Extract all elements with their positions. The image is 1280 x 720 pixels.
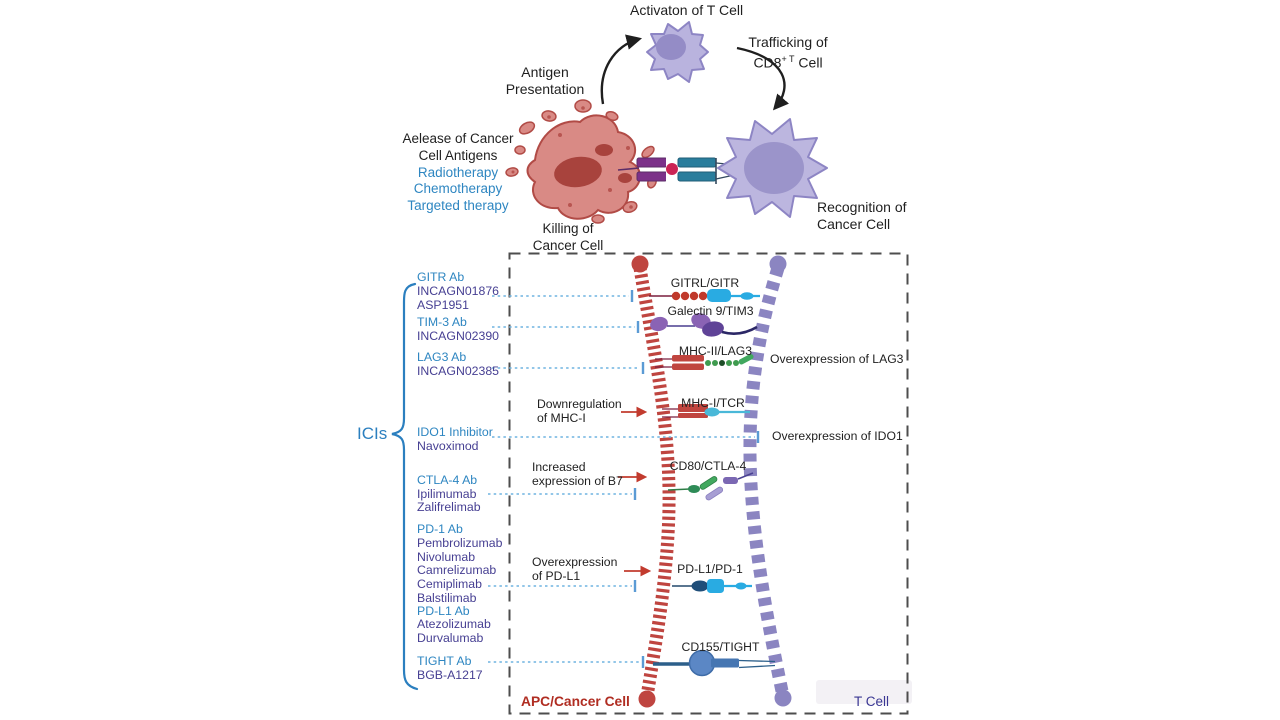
antigen-presentation-label: Antigen Presentation — [505, 64, 585, 97]
therapy-chemotherapy: Chemotherapy — [413, 181, 503, 197]
drug-durvalumab: Durvalumab — [417, 631, 484, 645]
upregulation-arrows — [618, 406, 652, 577]
cd80-ctla4-complex — [667, 472, 754, 501]
recognition-cell — [717, 118, 828, 218]
galectin9-tim3-complex — [650, 313, 758, 337]
annotation-overexpression-pdl1: Overexpression of PD-L1 — [532, 555, 618, 583]
activation-label: Activaton of T Cell — [630, 2, 744, 18]
icis-label: ICIs — [357, 424, 388, 443]
target-pdl1-ab: PD-L1 Ab — [417, 604, 470, 618]
pair-mhc1-tcr: MHC-I/TCR — [681, 396, 745, 410]
cancer-cell-cluster — [505, 99, 658, 224]
target-tight-ab: TIGHT Ab — [417, 654, 472, 668]
annotation-increased-b7: Increased expression of B7 — [532, 460, 623, 488]
antigen-presentation-arrow — [600, 34, 643, 105]
drug-atezolizumab: Atezolizumab — [417, 617, 491, 631]
inhibitor-dotted-lines — [488, 295, 755, 663]
recognition-label: Recognition of Cancer Cell — [817, 199, 907, 232]
apc-membrane — [631, 255, 676, 708]
killing-label: Killing of Cancer Cell — [532, 221, 604, 253]
target-tim3-ab: TIM-3 Ab — [417, 315, 467, 329]
drug-bgb-a1217: BGB-A1217 — [417, 668, 483, 682]
drug-incagn02385: INCAGN02385 — [417, 364, 500, 378]
drug-camrelizumab: Camrelizumab — [417, 563, 497, 577]
drug-incagn02390: INCAGN02390 — [417, 329, 500, 343]
cd155-tight-complex — [653, 649, 776, 677]
t-cell-membrane — [743, 255, 792, 707]
synapse-dashed-box — [508, 252, 909, 715]
pair-galectin9-tim3: Galectin 9/TIM3 — [667, 304, 754, 318]
pair-mhc2-lag3: MHC-II/LAG3 — [678, 344, 753, 358]
activated-t-cell — [646, 21, 709, 83]
annotation-overexpression-ido1: Overexpression of IDO1 — [772, 429, 903, 443]
target-ctla4-ab: CTLA-4 Ab — [417, 473, 478, 487]
pair-cd155-tight: CD155/TIGHT — [681, 640, 760, 654]
drug-balstilimab: Balstilimab — [417, 591, 477, 605]
therapy-radiotherapy: Radiotherapy — [417, 164, 499, 180]
drug-pembrolizumab: Pembrolizumab — [417, 536, 503, 550]
drug-zalifrelimab: Zalifrelimab — [417, 500, 481, 514]
gitrl-gitr-complex — [649, 289, 760, 302]
target-lag3-ab: LAG3 Ab — [417, 350, 467, 364]
annotation-overexpression-lag3: Overexpression of LAG3 — [770, 352, 904, 366]
inhibitor-block-bars — [630, 290, 760, 668]
therapy-targeted: Targeted therapy — [407, 198, 509, 214]
drug-asp1951: ASP1951 — [417, 298, 469, 312]
pair-pdl1-pd1: PD-L1/PD-1 — [677, 562, 743, 576]
annotation-downregulation-mhc1: Downregulation of MHC-I — [537, 397, 622, 425]
apc-cancer-cell-label: APC/Cancer Cell — [521, 694, 630, 709]
target-ido1-inhibitor: IDO1 Inhibitor — [417, 425, 493, 439]
trafficking-arrow — [736, 46, 790, 111]
drug-cemiplimab: Cemiplimab — [417, 577, 482, 591]
mhc2-lag3-complex — [655, 353, 754, 370]
watermark-box — [816, 680, 912, 704]
pair-gitrl-gitr: GITRL/GITR — [670, 276, 740, 290]
cancer-cell-speckles — [511, 106, 633, 209]
trafficking-label: Trafficking of CD8+ T Cell — [748, 34, 828, 71]
pair-cd80-ctla4: CD80/CTLA-4 — [669, 459, 747, 473]
drug-nivolumab: Nivolumab — [417, 550, 476, 564]
icis-brace — [391, 282, 419, 691]
target-pd1-ab: PD-1 Ab — [417, 522, 463, 536]
pdl1-pd1-complex — [672, 579, 752, 593]
release-of-antigens-label: Aelease of Cancer Cell Antigens Radiothe… — [383, 131, 533, 215]
drug-incagn01876: INCAGN01876 — [417, 284, 500, 298]
drug-ipilimumab: Ipilimumab — [417, 487, 477, 501]
mhc1-tcr-complex — [662, 404, 750, 418]
target-gitr-ab: GITR Ab — [417, 270, 465, 284]
t-cell-label: T Cell — [854, 694, 890, 709]
drug-navoximod: Navoximod — [417, 439, 479, 453]
